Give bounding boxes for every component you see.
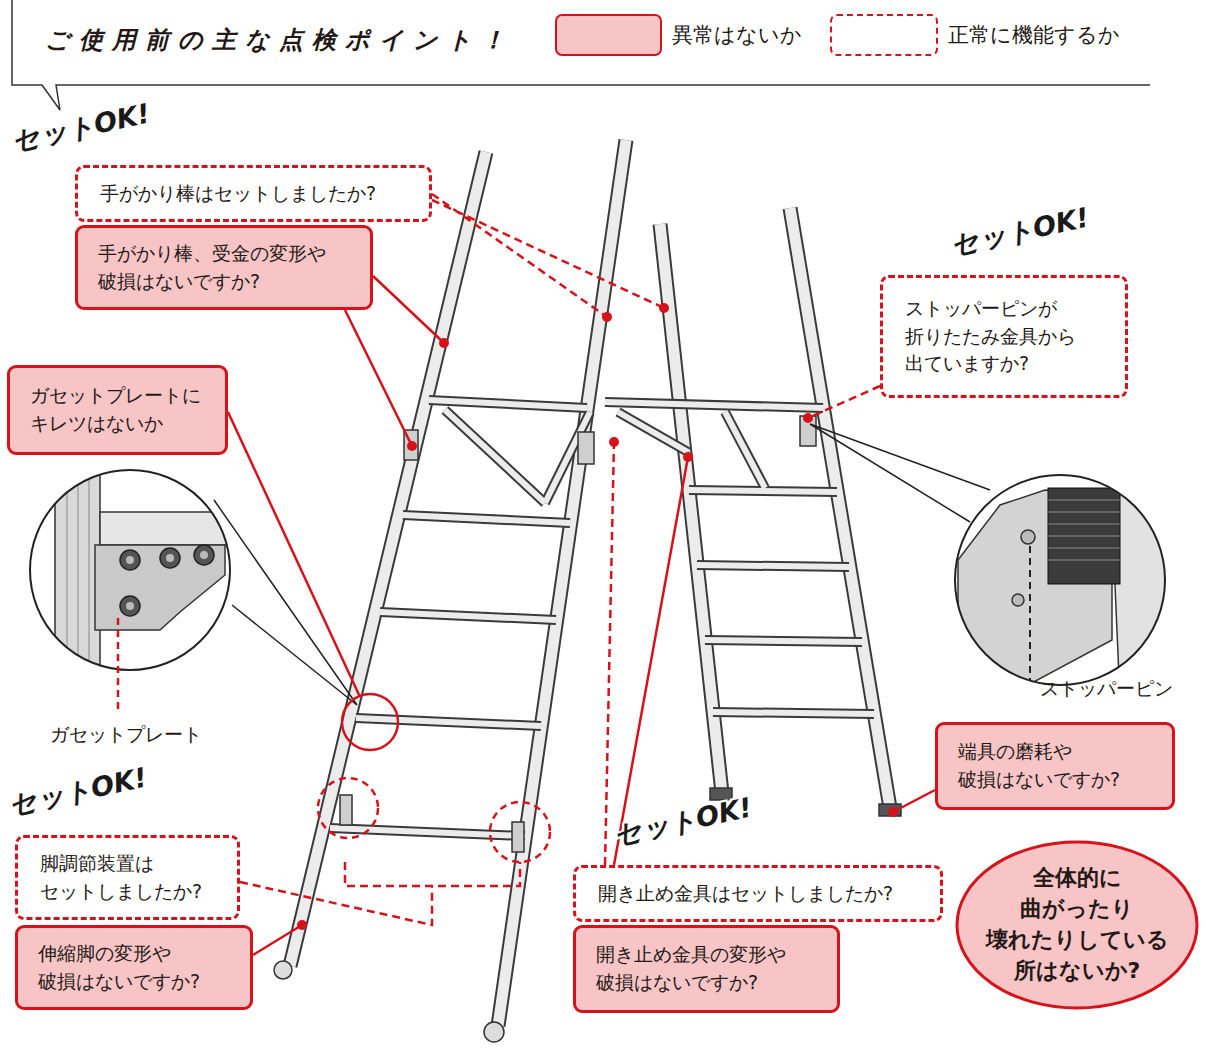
bolt <box>120 550 140 570</box>
wheel <box>484 1022 504 1042</box>
rail-groove <box>67 460 89 680</box>
legend-sample <box>830 14 938 56</box>
leader-dot <box>297 920 307 930</box>
bolt <box>120 596 140 616</box>
highlight-circle <box>318 778 378 838</box>
title-text: ご使用前の主な点検ポイント！ <box>45 24 514 56</box>
leader-dot <box>609 437 619 447</box>
inset-leader <box>214 500 357 705</box>
check-text: ガセットプレートに キレツはないか <box>30 382 211 437</box>
gusset-plate <box>95 545 225 630</box>
inset-rail <box>55 460 100 680</box>
leader-solid <box>228 412 360 697</box>
leader-dot <box>683 452 693 462</box>
leader-dot <box>407 441 417 451</box>
leader-dot <box>439 338 449 348</box>
wheel <box>274 961 292 979</box>
stopper-pin <box>1021 530 1035 544</box>
leader-dot <box>602 312 612 322</box>
check-text: 開き止め金具はセットしましたか? <box>598 880 893 908</box>
part-label: ガセットプレート <box>50 722 202 748</box>
damage-check-box: 伸縮脚の変形や 破損はないですか? <box>15 925 253 1010</box>
check-text: 伸縮脚の変形や 破損はないですか? <box>38 940 236 995</box>
leader-dot <box>888 807 898 817</box>
leader-dashed <box>605 442 614 865</box>
bolt <box>194 545 214 565</box>
bolt-head <box>200 551 208 559</box>
bolts <box>120 545 214 616</box>
leader-dashed <box>808 386 880 418</box>
function-check-box: セットOK!脚調節装置は セットしましたか? <box>15 835 240 920</box>
leader-solid <box>893 790 935 812</box>
damage-check-box: 端具の磨耗や 破損はないですか? <box>935 722 1175 810</box>
leader-dashed <box>240 862 520 925</box>
damage-check-box: 手がかり棒、受金の変形や 破損はないですか? <box>75 225 373 310</box>
pointer-line <box>117 618 120 712</box>
inset-frame <box>955 475 1165 685</box>
bolt-heads <box>126 551 208 610</box>
gusset-inset <box>30 460 240 680</box>
rivet <box>1012 594 1024 606</box>
check-ellipse: 全体的に 曲がったり 壊れたりしている 所はないか? <box>955 840 1199 1010</box>
check-text: 手がかり棒、受金の変形や 破損はないですか? <box>98 240 356 295</box>
check-text: 端具の磨耗や 破損はないですか? <box>958 738 1158 793</box>
leader-dashed <box>432 194 664 317</box>
legend-text: 正常に機能するか <box>948 21 1120 49</box>
adjuster <box>340 795 352 825</box>
leader-dots <box>297 303 898 930</box>
check-text: 手がかり棒はセットしましたか? <box>100 180 376 208</box>
check-text: 開き止め金具の変形や 破損はないですか? <box>596 941 823 996</box>
function-check-box: セットOK!手がかり棒はセットしましたか? <box>75 165 432 222</box>
leader-dot <box>803 413 813 423</box>
check-text: 脚調節装置は セットしましたか? <box>40 850 223 905</box>
function-check-box: セットOK!開き止め金具はセットしましたか? <box>573 865 943 922</box>
rung-face <box>330 400 874 836</box>
damage-check-box: 開き止め金具の変形や 破損はないですか? <box>573 925 840 1013</box>
bolt-head <box>166 554 174 562</box>
function-check-box: セットOK!ストッパーピンが 折りたたみ金具から 出ていますか? <box>880 275 1128 398</box>
leader-solid <box>253 925 302 955</box>
check-text: ストッパーピンが 折りたたみ金具から 出ていますか? <box>905 295 1111 378</box>
set-ok-heading: セットOK! <box>9 96 154 160</box>
bolt-head <box>126 556 134 564</box>
inset-frame <box>30 470 230 670</box>
stopper-inset <box>955 470 1175 700</box>
highlight-circle <box>342 694 398 750</box>
part-label: ストッパーピン <box>1040 676 1173 702</box>
rung-set <box>330 400 874 836</box>
set-ok-heading: セットOK! <box>611 790 756 854</box>
speech-bubble <box>12 0 1150 110</box>
adjuster <box>512 822 524 852</box>
ellipse-shape <box>957 842 1197 1008</box>
pointer-line <box>1029 546 1031 680</box>
ladder-rungs <box>330 400 874 836</box>
bracket <box>578 432 594 464</box>
pad-stack <box>1048 488 1120 584</box>
legend-swatch <box>555 14 662 56</box>
inset-rung <box>100 512 240 545</box>
set-ok-heading: セットOK! <box>948 200 1093 264</box>
inset-leader <box>810 424 990 522</box>
ladder-hardware <box>274 416 901 1042</box>
bolt-head <box>126 602 134 610</box>
damage-check-box: ガセットプレートに キレツはないか <box>7 365 228 455</box>
pad-lines <box>1048 500 1120 560</box>
legend-text: 異常はないか <box>672 21 802 49</box>
set-ok-heading: セットOK! <box>6 760 151 824</box>
leader-dot <box>659 303 669 313</box>
bolt <box>160 548 180 568</box>
highlight-circle <box>490 802 550 862</box>
check-text: 全体的に 曲がったり 壊れたりしている 所はないか? <box>981 863 1173 986</box>
